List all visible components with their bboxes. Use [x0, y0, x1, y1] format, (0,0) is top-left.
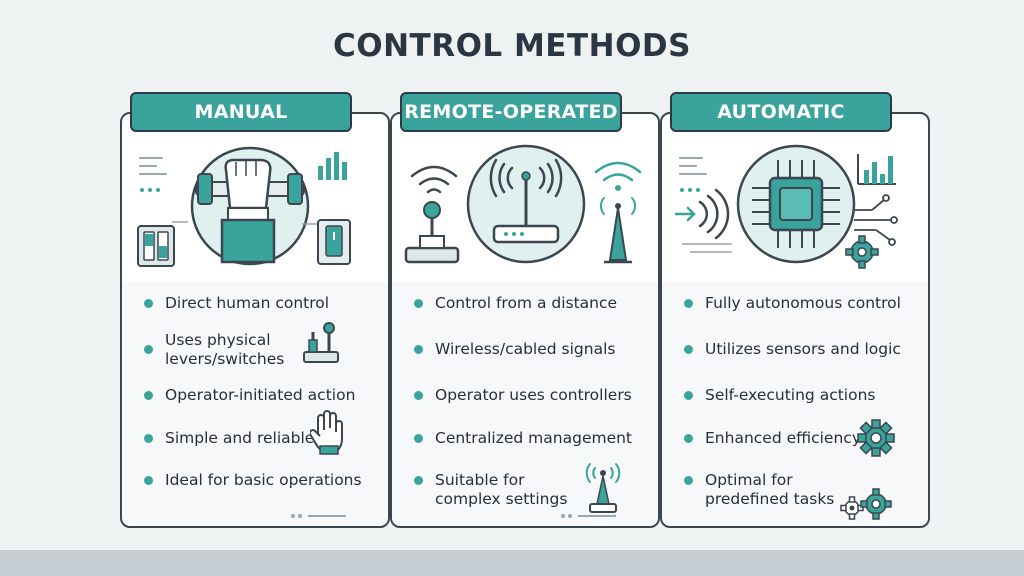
switch-panel-icon	[137, 221, 188, 267]
item-text: Optimal for predefined tasks	[705, 471, 835, 508]
bullet-dot	[684, 476, 693, 485]
bullet-dot	[684, 299, 693, 308]
item-text: Centralized management	[435, 429, 633, 447]
card-lower-automatic	[662, 282, 928, 525]
item-text: Suitable for complex settings	[435, 471, 568, 508]
gear-icon	[857, 419, 895, 457]
card-remote: Control from a distance Wireless/cabled …	[390, 112, 660, 528]
bullet-dot	[414, 299, 423, 308]
signal-waves-icon	[674, 188, 730, 240]
card-automatic: Fully autonomous control Utilizes sensor…	[660, 112, 930, 528]
toggle-switch-icon	[302, 219, 351, 265]
hand-lever-icon	[190, 146, 310, 266]
item-text: Enhanced efficiency	[705, 429, 861, 447]
chip-icon	[736, 144, 856, 264]
gears-icon	[840, 488, 892, 520]
tab-manual: MANUAL	[130, 92, 352, 132]
remote-list: Control from a distance Wireless/cabled …	[392, 114, 662, 530]
wifi-icon	[594, 161, 642, 182]
router-icon	[466, 144, 586, 264]
bullet-dot	[414, 391, 423, 400]
bullet-dot	[144, 299, 153, 308]
list-item: Optimal for predefined tasks	[684, 471, 874, 509]
bullet-dot	[144, 434, 153, 443]
manual-list: Direct human control Uses physical lever…	[122, 114, 392, 530]
bullet-dot	[414, 476, 423, 485]
text-lines-icon	[139, 157, 167, 175]
wifi-icon	[410, 165, 458, 194]
bullet-dot	[144, 391, 153, 400]
list-item: Simple and reliable	[144, 429, 314, 448]
bottom-bar	[0, 550, 1024, 576]
joystick-icon	[404, 201, 460, 264]
page-title: CONTROL METHODS	[333, 28, 691, 64]
text-lines-icon	[679, 157, 707, 175]
list-item: Ideal for basic operations	[144, 471, 362, 490]
list-item: Operator-initiated action	[144, 386, 355, 405]
gear-icon	[845, 235, 879, 269]
bullet-dot	[144, 345, 153, 354]
bar-chart-icon	[318, 152, 347, 180]
levers-icon	[303, 322, 339, 363]
bullet-dot	[684, 391, 693, 400]
item-text: Simple and reliable	[165, 429, 315, 447]
card-lower-remote	[392, 282, 658, 525]
card-lower-manual	[122, 282, 388, 525]
manual-illustration	[137, 146, 351, 267]
hand-icon	[310, 410, 343, 455]
item-text: Ideal for basic operations	[165, 471, 362, 489]
item-text: Utilizes sensors and logic	[705, 340, 901, 358]
bullet-dot	[414, 345, 423, 354]
tab-remote-operated: REMOTE-OPERATED	[400, 92, 622, 132]
list-item: Direct human control	[144, 294, 329, 313]
antenna-icon	[600, 197, 636, 264]
dash-dots-decoration	[291, 514, 346, 518]
item-text: Wireless/cabled signals	[435, 340, 616, 358]
list-item: Enhanced efficiency	[684, 429, 861, 448]
list-item: Wireless/cabled signals	[414, 340, 615, 359]
item-text: Direct human control	[165, 294, 330, 312]
list-item: Uses physical levers/switches	[144, 331, 284, 369]
automatic-list: Fully autonomous control Utilizes sensor…	[662, 114, 932, 530]
bar-chart-icon	[857, 154, 896, 185]
list-item: Suitable for complex settings	[414, 471, 589, 509]
bullet-dot	[144, 476, 153, 485]
antenna-icon	[585, 463, 621, 513]
automatic-illustration	[674, 144, 898, 269]
item-text: Operator uses controllers	[435, 386, 632, 404]
remote-illustration	[404, 144, 642, 264]
item-text: Uses physical levers/switches	[165, 331, 285, 368]
list-item: Self-executing actions	[684, 386, 876, 405]
dash-dots-decoration	[561, 514, 616, 518]
item-text: Operator-initiated action	[165, 386, 356, 404]
list-item: Fully autonomous control	[684, 294, 901, 313]
bullet-dot	[684, 345, 693, 354]
bullet-dot	[684, 434, 693, 443]
card-manual: Direct human control Uses physical lever…	[120, 112, 390, 528]
list-item: Control from a distance	[414, 294, 617, 313]
list-item: Centralized management	[414, 429, 632, 448]
list-item: Operator uses controllers	[414, 386, 632, 405]
bullet-dot	[414, 434, 423, 443]
item-text: Fully autonomous control	[705, 294, 901, 312]
item-text: Control from a distance	[435, 294, 618, 312]
item-text: Self-executing actions	[705, 386, 876, 404]
tab-automatic: AUTOMATIC	[670, 92, 892, 132]
list-item: Utilizes sensors and logic	[684, 340, 901, 359]
